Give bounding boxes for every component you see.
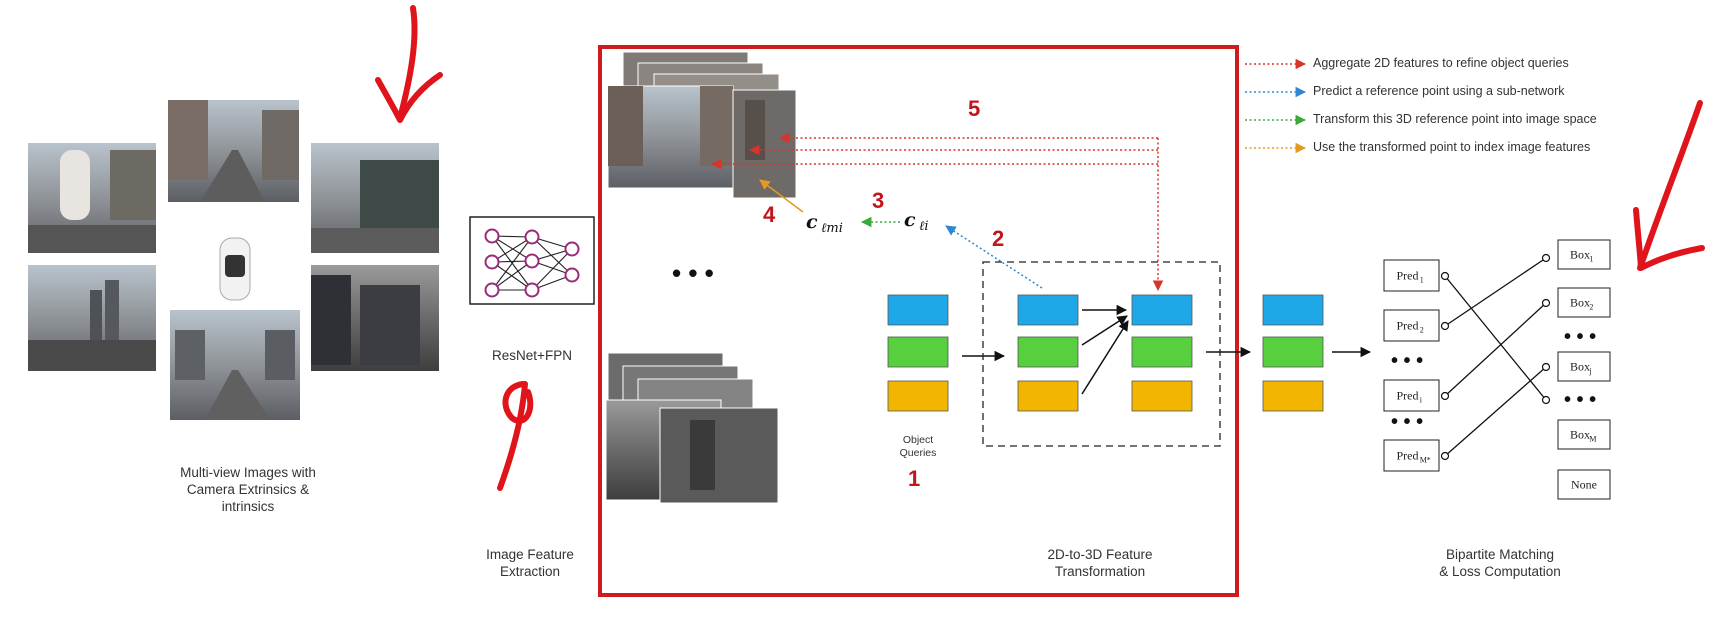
camera-image-front: [168, 100, 299, 202]
ground-truth-box-label: Box: [1570, 296, 1590, 310]
multiview-images: [28, 100, 439, 420]
svg-text:• • •: • • •: [1391, 350, 1423, 372]
blue-predict-arrow: [945, 225, 1043, 289]
annotation-arrow-top: [375, 5, 443, 123]
reference-point-math: c ℓi c ℓmi: [806, 209, 929, 236]
object-queries: [887, 294, 949, 412]
prediction-box-subscript: 2: [1420, 326, 1424, 335]
matching-lines: [1444, 257, 1547, 457]
highlighted-region-frame: [598, 45, 1239, 597]
ego-car-icon: [219, 237, 251, 301]
camera-image-front-left: [28, 143, 156, 253]
step-number-2: 2: [992, 226, 1005, 251]
svg-text:• • •: • • •: [1564, 389, 1596, 411]
prediction-box-subscript: M*: [1420, 456, 1431, 465]
prediction-box-label: Pred: [1397, 319, 1419, 333]
annotation-arrow-right: [1633, 100, 1705, 271]
refined-queries: [1131, 294, 1193, 412]
multiview-label-line-3: intrinsics: [221, 499, 275, 514]
object-queries-label-line-1: Object: [902, 434, 934, 446]
transformation-module: [982, 261, 1221, 447]
output-queries: [1262, 294, 1324, 412]
camera-ellipsis: • • •: [672, 258, 714, 288]
backbone-label: ResNet+FPN: [492, 348, 572, 363]
ground-truth-box-label: Box: [1570, 248, 1590, 262]
pred-ellipsis: • • • • • •: [1391, 350, 1423, 433]
ground-truth-box-subscript: M: [1589, 435, 1596, 444]
transformation-label: 2D-to-3D Feature Transformation: [1010, 546, 1190, 580]
camera-image-front-right: [311, 143, 439, 253]
prediction-box-label: Pred: [1397, 389, 1419, 403]
step-number-5: 5: [968, 96, 981, 121]
none-box-label: None: [1571, 478, 1597, 492]
c-li-base: c: [904, 209, 916, 231]
object-queries-label-line-2: Queries: [899, 447, 937, 459]
matching-label-line-1: Bipartite Matching: [1445, 547, 1555, 562]
intermediate-queries: [1017, 294, 1079, 412]
legend-item-aggregate: Aggregate 2D features to refine object q…: [1313, 56, 1569, 70]
feature-extraction-label: Image Feature Extraction: [450, 546, 610, 580]
multiview-label-line-1: Multi-view Images with: [180, 465, 316, 480]
c-lmi-subscript: ℓmi: [821, 221, 843, 236]
object-queries-label: Object Queries: [878, 434, 958, 460]
legend-item-transform: Transform this 3D reference point into i…: [1313, 112, 1597, 126]
c-lmi-base: c: [806, 211, 818, 233]
orange-index-arrow: [759, 179, 804, 213]
ground-truth-box-subscript: 2: [1589, 303, 1593, 312]
ground-truth-box-subscript: 1: [1589, 255, 1593, 264]
multiview-label-line-2: Camera Extrinsics &: [186, 482, 310, 497]
camera-image-back-left: [28, 265, 156, 371]
feature-extraction-label-line-2: Extraction: [499, 564, 561, 579]
ground-truth-box-subscript: j: [1588, 367, 1591, 376]
ground-truth-box-label: Box: [1570, 428, 1590, 442]
prediction-box-subscript: 1: [1420, 276, 1424, 285]
matching-nodes: [1440, 253, 1551, 461]
none-box: None: [1557, 469, 1611, 500]
feature-map-stack-top: [607, 51, 797, 199]
resnet-fpn-icon: [469, 216, 595, 305]
legend-item-index: Use the transformed point to index image…: [1313, 140, 1591, 154]
aggregate-feature-arrows: [710, 132, 1164, 292]
matching-label-line-2: & Loss Computation: [1439, 564, 1561, 579]
query-update-arrows: [1081, 304, 1129, 395]
step-number-1: 1: [908, 466, 921, 491]
c-li-subscript: ℓi: [919, 219, 929, 234]
prediction-box-label: Pred: [1397, 269, 1419, 283]
svg-text:• • •: • • •: [1391, 411, 1423, 433]
legend-swatches: [1245, 58, 1307, 154]
feature-extraction-label-line-1: Image Feature: [486, 547, 574, 562]
feature-map-stack-bottom: [605, 352, 779, 504]
ground-truth-box-label: Box: [1570, 360, 1590, 374]
prediction-box-subscript: i: [1420, 396, 1423, 405]
svg-text:• • •: • • •: [1564, 326, 1596, 348]
annotation-mark-backbone: [497, 381, 534, 491]
prediction-box-label: Pred: [1397, 449, 1419, 463]
multiview-label: Multi-view Images with Camera Extrinsics…: [128, 464, 368, 515]
camera-image-back: [170, 310, 300, 420]
transformation-label-line-1: 2D-to-3D Feature: [1047, 547, 1153, 562]
transformation-label-line-2: Transformation: [1054, 564, 1146, 579]
camera-image-back-right: [311, 265, 439, 371]
step-number-4: 4: [763, 202, 776, 227]
box-ellipsis: • • • • • •: [1564, 326, 1596, 411]
legend-item-predict: Predict a reference point using a sub-ne…: [1313, 84, 1565, 98]
matching-label: Bipartite Matching & Loss Computation: [1400, 546, 1600, 580]
step-number-3: 3: [872, 188, 885, 213]
